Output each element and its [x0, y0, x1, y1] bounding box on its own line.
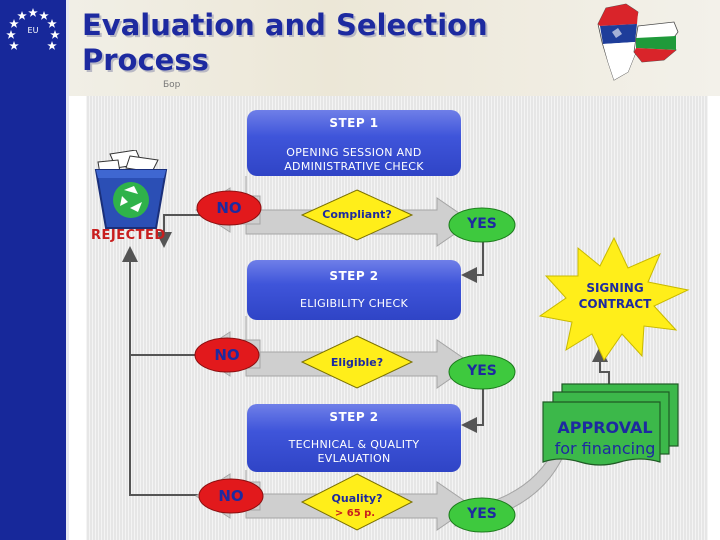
- step-1-title: STEP 1: [329, 116, 379, 130]
- decision-2-yes-label: YES: [467, 363, 497, 379]
- step-1-subtitle-line-2: ADMINISTRATIVE CHECK: [284, 160, 424, 173]
- title-line-2: Process: [82, 43, 209, 77]
- yes-oval-2: [448, 354, 516, 390]
- title-line-1: Evaluation and Selection: [82, 8, 488, 42]
- yes-to-step2-line: [461, 240, 484, 283]
- signing-line-1: SIGNING: [586, 281, 644, 295]
- eu-stars-logo-icon: [6, 8, 60, 50]
- yes-oval-3: [448, 497, 516, 533]
- step-3-subtitle-line-2: EVLAUATION: [317, 452, 391, 465]
- signing-contract-burst: [538, 236, 690, 362]
- decision-1-no-label: NO: [216, 199, 242, 217]
- no-oval-3: [198, 478, 264, 514]
- country-flags-map-icon: [597, 3, 679, 81]
- waste-bin-icon: [94, 150, 168, 229]
- decision-3-no-label: NO: [218, 487, 244, 505]
- approval-doc-front: [542, 401, 661, 466]
- no-to-rejected-line-3: [129, 355, 208, 496]
- decision-3-diamond: [300, 473, 414, 531]
- step-1-subtitle-line-1: OPENING SESSION AND: [286, 146, 422, 159]
- step-1-subtitle: OPENING SESSION AND ADMINISTRATIVE CHECK: [247, 146, 461, 174]
- step-3-box: STEP 2 TECHNICAL & QUALITY EVLAUATION: [247, 404, 461, 472]
- step-3-subtitle-line-1: TECHNICAL & QUALITY: [288, 438, 420, 451]
- signing-contract-label: SIGNING CONTRACT: [560, 280, 670, 312]
- approval-label: APPROVAL for financing: [543, 417, 667, 459]
- sidebar: [0, 0, 66, 540]
- decision-2-diamond: [300, 335, 414, 389]
- page-title: Evaluation and Selection Process: [82, 8, 488, 78]
- decision-3-condition: > 65 p.: [334, 508, 376, 519]
- map-label: Бор: [163, 80, 181, 90]
- sidebar-divider: [66, 0, 69, 540]
- no-oval-2: [194, 337, 260, 373]
- decision-1-diamond: [300, 189, 414, 241]
- approval-line-1: APPROVAL: [557, 418, 653, 437]
- rejected-return-line: [156, 214, 203, 248]
- signing-line-2: CONTRACT: [578, 297, 652, 311]
- decision-3-yes-label: YES: [467, 506, 497, 522]
- decision-2-question: Eligible?: [330, 356, 384, 369]
- decision-1-yes-label: YES: [467, 216, 497, 232]
- yes-oval-1: [448, 207, 516, 243]
- eu-label: EU: [27, 26, 39, 35]
- decision-1-question: Compliant?: [322, 208, 392, 221]
- decision-2-no-label: NO: [214, 346, 240, 364]
- rejected-label: REJECTED: [91, 228, 166, 243]
- step-2-title: STEP 2: [329, 269, 379, 283]
- decision-3-question: Quality?: [331, 492, 383, 505]
- step-3-title: STEP 2: [329, 410, 379, 424]
- step-2-box: STEP 2 ELIGIBILITY CHECK: [247, 260, 461, 320]
- approval-to-signing-line: [592, 346, 610, 385]
- approval-line-2: for financing: [554, 439, 656, 458]
- step-2-subtitle: ELIGIBILITY CHECK: [299, 297, 409, 310]
- step-1-box: STEP 1 OPENING SESSION AND ADMINISTRATIV…: [247, 110, 461, 176]
- no-oval-1: [196, 190, 262, 226]
- yes-to-step3-line: [461, 385, 484, 433]
- step-3-subtitle: TECHNICAL & QUALITY EVLAUATION: [247, 438, 461, 466]
